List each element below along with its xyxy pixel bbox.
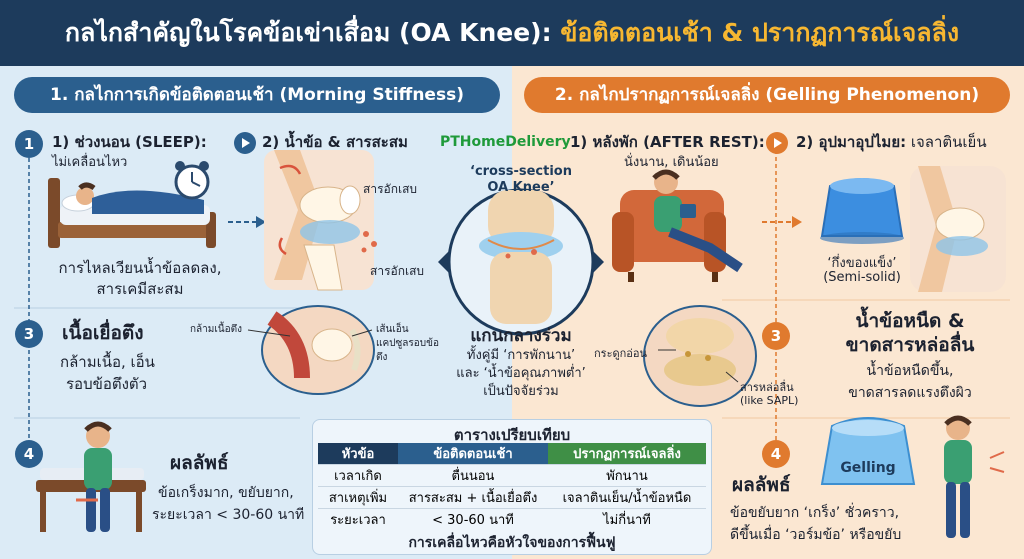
sleep-step-caption-2: สารเคมีสะสม <box>96 280 184 298</box>
inflammation-label-1: สารอักเสบ <box>363 182 418 196</box>
common-line-3: เป็นปัจจัยร่วม <box>483 384 559 399</box>
cross-section-label-2: OA Knee’ <box>487 180 555 195</box>
tight-muscle-label: กล้ามเนื้อตึง <box>190 324 243 335</box>
result-right-line-2: ดีขึ้นเมื่อ ‘วอร์มข้อ’ หรือขยับ <box>730 527 902 543</box>
brand-name: PTHomeDelivery <box>440 134 571 150</box>
stiff-person-icon <box>36 421 146 532</box>
step-1-badge: 1 <box>15 130 43 158</box>
metaphor-title-rest: เจลาตินเย็น <box>906 133 987 151</box>
after-rest-title: 1) หลังพัก (AFTER REST): <box>570 133 765 151</box>
table-cell: สารสะสม + เนื้อเยื่อตึง <box>398 486 548 509</box>
table-cell: ระยะเวลา <box>318 508 398 530</box>
viscous-title-1: น้ำข้อหนืด & <box>855 310 965 332</box>
sleep-step-subtitle: ไม่เคลื่อนไหว <box>52 155 128 170</box>
sleep-step-title: 1) ช่วงนอน (SLEEP): <box>52 133 207 151</box>
tight-muscle-knee-icon <box>247 305 375 395</box>
cold-gelatin-icon <box>820 178 904 244</box>
viscous-line-1: น้ำข้อหนืดขึ้น, <box>866 363 954 379</box>
knee-joint-icon <box>910 166 1006 292</box>
result-right-line-1: ข้อขยับยาก ‘เกร็ง’ ชั่วคราว, <box>730 505 900 521</box>
tissue-step-title: เนื้อเยื่อตึง <box>62 322 144 344</box>
table-row: ระยะเวลา < 30-60 นาที ไม่กี่นาที <box>318 508 706 530</box>
table-cell: เจลาตินเย็น/น้ำข้อหนืด <box>548 486 706 509</box>
table-cell: เวลาเกิด <box>318 464 398 487</box>
table-header-gelling: ปรากฏการณ์เจลลิ่ง <box>548 443 706 465</box>
lubricant-label-1: สารหล่อลื่น <box>740 381 794 394</box>
metaphor-title-bold: 2) อุปมาอุปไมย: <box>796 133 907 151</box>
viscous-line-2: ขาดสารลดแรงตึงผิว <box>848 385 972 401</box>
step-3-badge-right: 3 <box>762 322 790 350</box>
result-left-line-2: ระยะเวลา < 30-60 นาที <box>152 507 305 523</box>
title-accent: ข้อติดตอนเช้า & ปรากฏการณ์เจลลิ่ง <box>560 18 960 47</box>
morning-stiffness-heading: 1. กลไกการเกิดข้อติดตอนเช้า (Morning Sti… <box>14 77 500 113</box>
inflammation-label-2: สารอักเสบ <box>370 264 425 278</box>
cross-section-label-1: ‘cross-section <box>470 164 572 179</box>
tissue-step-line-2: รอบข้อตึงตัว <box>66 375 148 393</box>
alarm-clock-icon <box>174 161 210 200</box>
semi-solid-label-1: ‘กึ่งของแข็ง’ <box>827 256 897 271</box>
gelling-heading: 2. กลไกปรากฏการณ์เจลลิ่ง (Gelling Phenom… <box>524 77 1010 113</box>
fluid-step-title: 2) น้ำข้อ & สารสะสม <box>262 133 408 151</box>
common-title: แกนกลางร่วม <box>470 326 572 346</box>
gelling-label: Gelling <box>840 460 896 476</box>
header-bar: กลไกสำคัญในโรคข้อเข่าเสื่อม (OA Knee): ข… <box>0 0 1024 66</box>
play-icon <box>234 132 256 154</box>
table-row: สาเหตุเพิ่ม สารสะสม + เนื้อเยื่อตึง เจลา… <box>318 486 706 509</box>
table-cell: ตื่นนอน <box>398 464 548 487</box>
comparison-title: ตารางเปรียบเทียบ <box>453 426 571 444</box>
metaphor-title: 2) อุปมาอุปไมย: เจลาตินเย็น <box>796 130 987 154</box>
comparison-footer: การเคลื่อไหวคือหัวใจของการฟื้นฟู <box>408 535 616 551</box>
common-line-1: ทั้งคู่มี ‘การพักนาน’ <box>466 348 576 363</box>
title-main: กลไกสำคัญในโรคข้อเข่าเสื่อม (OA Knee): <box>64 18 561 47</box>
tissue-step-line-1: กล้ามเนื้อ, เอ็น <box>60 353 155 371</box>
table-row: เวลาเกิด ตื่นนอน พักนาน <box>318 464 706 487</box>
after-rest-subtitle: นั่งนาน, เดินน้อย <box>624 155 719 170</box>
play-icon <box>766 132 788 154</box>
tendon-label-3: ตึง <box>376 352 388 363</box>
table-cell: สาเหตุเพิ่ม <box>318 486 398 509</box>
table-cell: < 30-60 นาที <box>398 508 548 530</box>
result-title-left: ผลลัพธ์ <box>170 452 229 474</box>
tendon-label-1: เส้นเอ็น <box>376 324 409 335</box>
cartilage-knee-icon <box>643 305 757 407</box>
viscous-title-2: ขาดสารหล่อลื่น <box>845 334 975 356</box>
step-3-badge: 3 <box>15 320 43 348</box>
result-title-right: ผลลัพธ์ <box>732 474 791 496</box>
table-cell: พักนาน <box>548 464 706 487</box>
lubricant-label-2: (like SAPL) <box>740 394 799 407</box>
semi-solid-label-2: (Semi-solid) <box>823 270 901 285</box>
sleep-step-caption-1: การไหลเวียนน้ำข้อลดลง, <box>58 259 222 277</box>
resting-person-icon <box>612 169 743 282</box>
result-left-line-1: ข้อเกร็งมาก, ขยับยาก, <box>158 485 294 501</box>
step-4-badge-right: 4 <box>762 440 790 468</box>
knee-inflammation-icon <box>264 150 377 291</box>
page-title: กลไกสำคัญในโรคข้อเข่าเสื่อม (OA Knee): ข… <box>0 0 1024 66</box>
cross-section-knee-icon <box>438 188 604 336</box>
stiff-knee-person-icon <box>944 415 1005 538</box>
table-header-morning: ข้อติดตอนเช้า <box>398 443 548 465</box>
table-header-topic: หัวข้อ <box>318 443 398 465</box>
table-cell: ไม่กี่นาที <box>548 508 706 530</box>
comparison-table: หัวข้อ ข้อติดตอนเช้า ปรากฏการณ์เจลลิ่ง เ… <box>318 443 706 530</box>
common-line-2: และ ‘น้ำข้อคุณภาพต่ำ’ <box>456 366 586 381</box>
step-4-badge: 4 <box>15 440 43 468</box>
sleeping-person-icon <box>48 178 216 248</box>
gelling-jelly-icon <box>820 417 916 485</box>
tendon-label-2: แคปซูลรอบข้อ <box>376 338 439 349</box>
cartilage-label: กระดูกอ่อน <box>594 347 648 360</box>
